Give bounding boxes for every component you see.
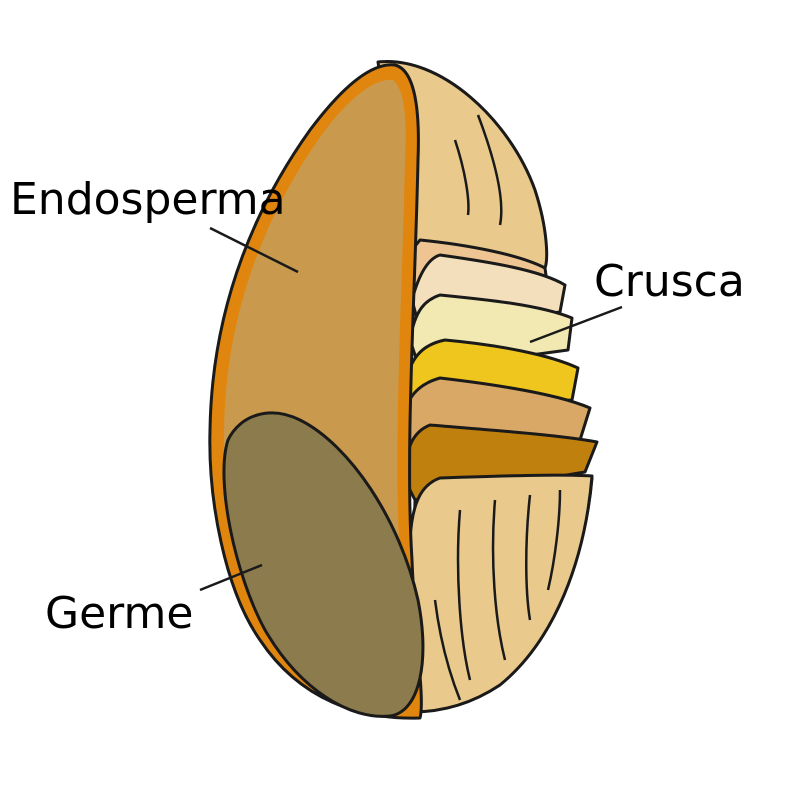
- hull-stripe: [491, 499, 507, 661]
- hull-stripe: [453, 139, 470, 216]
- bran-label: Crusca: [594, 256, 745, 307]
- bran-outer-fold: [408, 473, 594, 714]
- hull-stripe: [546, 489, 562, 591]
- bran-leader-line: [529, 305, 623, 344]
- hull-stripe: [476, 114, 503, 226]
- germ: [222, 411, 425, 718]
- hull-stripe: [525, 494, 532, 621]
- germ-leader-line: [199, 563, 263, 592]
- endosperm-label: Endosperma: [10, 174, 286, 225]
- hull-stripe: [433, 599, 462, 701]
- hull-stripe: [456, 509, 472, 681]
- germ-label: Germe: [45, 588, 194, 639]
- endosperm-leader-line: [209, 226, 299, 274]
